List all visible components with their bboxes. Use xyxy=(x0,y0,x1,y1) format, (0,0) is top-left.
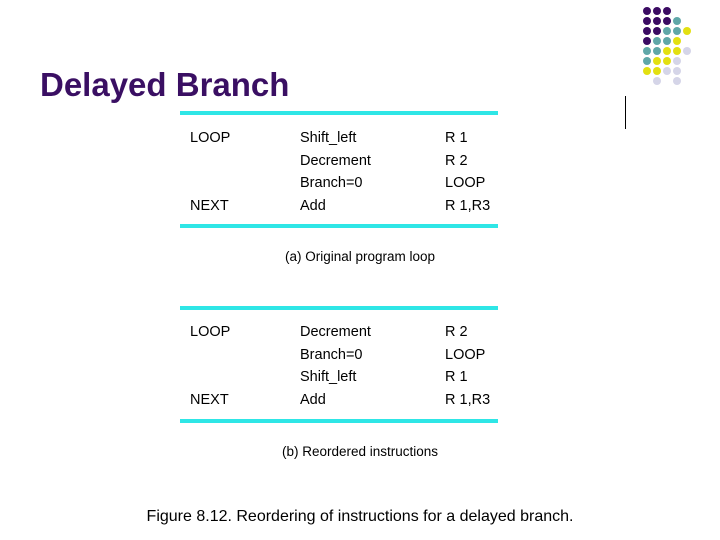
instruction-operation: Branch=0 xyxy=(300,346,363,363)
decorative-dot xyxy=(683,47,691,55)
decorative-dot xyxy=(673,27,681,35)
page-title: Delayed Branch xyxy=(40,66,290,103)
instruction-operands: R 1 xyxy=(445,369,468,385)
decorative-dot xyxy=(653,47,661,55)
decorative-dot xyxy=(643,57,651,65)
decorative-dot xyxy=(653,57,661,65)
decorative-dot xyxy=(663,47,671,55)
decorative-dot xyxy=(673,47,681,55)
instruction-operands: R 1,R3 xyxy=(445,197,491,214)
decorative-dot xyxy=(663,7,671,15)
table-row: Branch=0 LOOP xyxy=(190,344,510,367)
table-row: NEXT Add R 1,R3 xyxy=(190,389,510,412)
decorative-dot xyxy=(663,37,671,45)
table-b-bottom-rule xyxy=(180,419,498,423)
instruction-table-reordered: LOOP Decrement R 2 Branch=0 LOOP Shift_left R … xyxy=(190,321,510,411)
decorative-dot xyxy=(643,27,651,35)
instruction-operation: Decrement xyxy=(300,324,371,340)
decorative-dot xyxy=(673,57,681,65)
dot-grid-decoration xyxy=(643,7,715,123)
instruction-operation: Decrement xyxy=(300,152,371,169)
instruction-label: NEXT xyxy=(190,197,229,214)
table-row: Decrement R 2 xyxy=(190,150,510,173)
figure-caption: Figure 8.12. Reordering of instructions … xyxy=(146,508,574,525)
decorative-dot xyxy=(643,7,651,15)
instruction-operands: R 2 xyxy=(445,152,468,169)
instruction-operation: Add xyxy=(300,197,326,214)
decorative-dot xyxy=(663,67,671,75)
decorative-dot xyxy=(653,7,661,15)
table-b-top-rule xyxy=(180,306,498,310)
decorative-dot xyxy=(663,57,671,65)
instruction-operands: LOOP xyxy=(445,346,486,363)
decorative-dot xyxy=(643,17,651,25)
instruction-operands: R 1,R3 xyxy=(445,391,491,408)
caption-original-program-loop: (a) Original program loop xyxy=(284,249,436,264)
title-vertical-divider xyxy=(625,96,626,129)
instruction-operands: R 2 xyxy=(445,324,468,340)
instruction-label: LOOP xyxy=(190,130,231,146)
instruction-label: NEXT xyxy=(190,391,229,408)
table-row: Branch=0 LOOP xyxy=(190,172,510,195)
instruction-operands: R 1 xyxy=(445,130,468,146)
decorative-dot xyxy=(653,67,661,75)
caption-reordered-instructions: (b) Reordered instructions xyxy=(281,444,439,459)
decorative-dot xyxy=(663,27,671,35)
decorative-dot xyxy=(653,17,661,25)
table-a-bottom-rule xyxy=(180,224,498,228)
decorative-dot xyxy=(653,77,661,85)
instruction-label: LOOP xyxy=(190,324,231,340)
decorative-dot xyxy=(673,37,681,45)
decorative-dot xyxy=(643,37,651,45)
decorative-dot xyxy=(673,67,681,75)
instruction-operation: Add xyxy=(300,391,326,408)
table-row: NEXT Add R 1,R3 xyxy=(190,195,510,218)
decorative-dot xyxy=(663,17,671,25)
table-row: LOOP Decrement R 2 xyxy=(190,321,510,344)
decorative-dot xyxy=(673,77,681,85)
decorative-dot xyxy=(653,37,661,45)
decorative-dot xyxy=(683,27,691,35)
instruction-operands: LOOP xyxy=(445,175,486,191)
instruction-table-original: LOOP Shift_left R 1 Decrement R 2 Branch=0 LOO… xyxy=(190,127,510,217)
decorative-dot xyxy=(653,27,661,35)
table-row: Shift_left R 1 xyxy=(190,366,510,389)
decorative-dot xyxy=(673,17,681,25)
table-row: LOOP Shift_left R 1 xyxy=(190,127,510,150)
decorative-dot xyxy=(643,47,651,55)
instruction-operation: Shift_left xyxy=(300,130,357,146)
instruction-operation: Shift_left xyxy=(300,369,357,385)
decorative-dot xyxy=(643,67,651,75)
instruction-operation: Branch=0 xyxy=(300,175,363,191)
table-a-top-rule xyxy=(180,111,498,115)
